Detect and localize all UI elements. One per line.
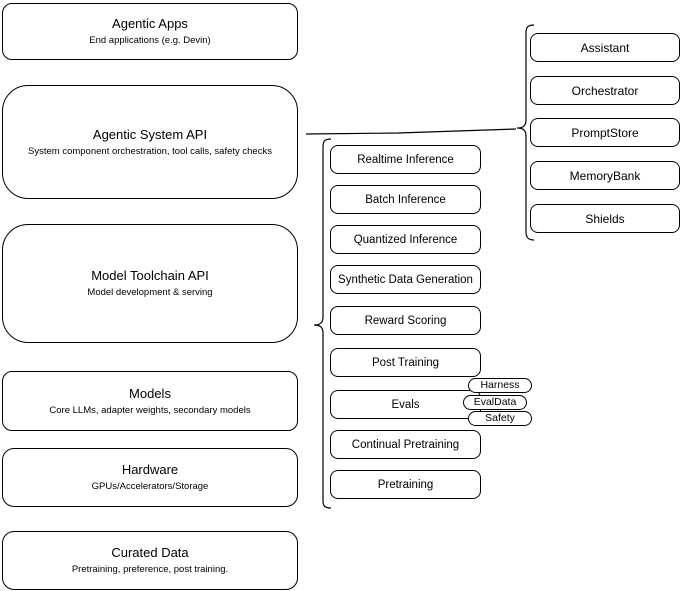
node-shields: Shields: [530, 204, 680, 233]
node-label: Continual Pretraining: [351, 438, 460, 451]
node-synthetic-data-generation: Synthetic Data Generation: [330, 265, 481, 294]
node-title: Models: [129, 385, 171, 401]
node-title: Hardware: [121, 462, 179, 477]
tag-label: Harness: [480, 379, 520, 391]
tag-harness: Harness: [468, 378, 532, 393]
node-pretraining: Pretraining: [330, 470, 481, 499]
node-orchestrator: Orchestrator: [530, 76, 680, 105]
node-evals: Evals: [330, 390, 481, 419]
node-assistant: Assistant: [530, 33, 680, 62]
node-model-toolchain-api: Model Toolchain API Model development & …: [2, 224, 298, 343]
node-label: Post Training: [371, 356, 440, 369]
node-label: Realtime Inference: [357, 153, 454, 166]
node-batch-inference: Batch Inference: [330, 185, 481, 214]
node-label: Quantized Inference: [353, 233, 458, 246]
node-title: Curated Data: [111, 545, 189, 560]
node-agentic-system-api: Agentic System API System component orch…: [2, 85, 298, 199]
tag-evaldata: EvalData: [463, 395, 527, 410]
node-label: Assistant: [580, 40, 630, 55]
node-continual-pretraining: Continual Pretraining: [330, 430, 481, 459]
node-label: PromptStore: [571, 125, 639, 140]
node-subtitle: Pretraining, preference, post training.: [71, 564, 229, 575]
node-subtitle: Model development & serving: [87, 287, 213, 298]
node-title: Model Toolchain API: [91, 268, 209, 283]
node-label: Pretraining: [377, 478, 434, 491]
node-subtitle: End applications (e.g. Devin): [89, 35, 211, 46]
node-hardware: Hardware GPUs/Accelerators/Storage: [2, 448, 298, 507]
node-label: Batch Inference: [365, 193, 446, 206]
node-label: Evals: [391, 398, 420, 411]
toolchain-brace: [313, 138, 332, 509]
node-quantized-inference: Quantized Inference: [330, 225, 481, 254]
tag-label: Safety: [485, 412, 515, 424]
node-reward-scoring: Reward Scoring: [330, 306, 481, 335]
node-label: Synthetic Data Generation: [338, 273, 473, 286]
node-label: Shields: [585, 211, 625, 226]
node-label: Reward Scoring: [364, 314, 447, 327]
node-title: Agentic Apps: [112, 16, 188, 31]
node-promptstore: PromptStore: [530, 118, 680, 147]
node-subtitle: Core LLMs, adapter weights, secondary mo…: [49, 404, 251, 416]
node-title: Agentic System API: [92, 126, 208, 142]
node-curated-data: Curated Data Pretraining, preference, po…: [2, 531, 298, 590]
node-models: Models Core LLMs, adapter weights, secon…: [2, 371, 298, 431]
node-label: Orchestrator: [571, 83, 639, 98]
system-api-connector-line: [305, 128, 517, 135]
node-agentic-apps: Agentic Apps End applications (e.g. Devi…: [2, 3, 298, 60]
node-label: MemoryBank: [569, 168, 641, 183]
node-post-training: Post Training: [330, 348, 481, 377]
node-realtime-inference: Realtime Inference: [330, 145, 481, 174]
tag-label: EvalData: [473, 396, 517, 408]
node-memorybank: MemoryBank: [530, 161, 680, 190]
tag-safety: Safety: [468, 411, 532, 426]
node-subtitle: GPUs/Accelerators/Storage: [91, 481, 209, 492]
node-subtitle: System component orchestration, tool cal…: [28, 145, 272, 157]
